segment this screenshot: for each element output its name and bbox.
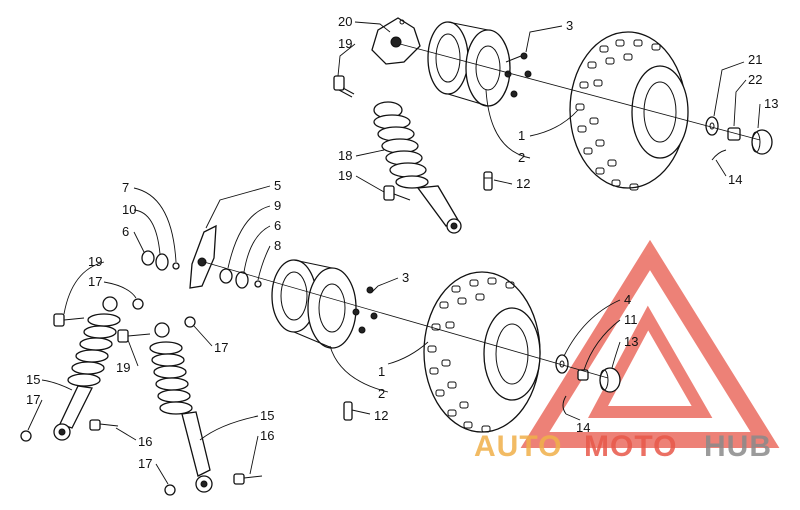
lug-bolts-lower	[352, 286, 378, 334]
hub-cap	[751, 129, 773, 155]
callout-5: 5	[274, 178, 281, 193]
callout-17: 17	[214, 340, 228, 355]
callout-2: 2	[518, 150, 525, 165]
callout-3: 3	[566, 18, 573, 33]
callout-7: 7	[122, 180, 129, 195]
callout-17: 17	[138, 456, 152, 471]
wheel-rim	[427, 21, 511, 107]
callout-17: 17	[26, 392, 40, 407]
valve-stem-lower	[343, 401, 353, 421]
callout-4: 4	[624, 292, 631, 307]
lower-assembly	[20, 224, 621, 496]
axle-line	[399, 43, 761, 141]
callout-14: 14	[728, 172, 742, 187]
leader-lines	[27, 21, 761, 485]
callout-1: 1	[378, 364, 385, 379]
watermark-auto: AUTO	[474, 430, 562, 463]
shock-absorber	[373, 101, 462, 234]
bushing-stack-right	[219, 268, 262, 289]
callout-19: 19	[88, 254, 102, 269]
bracket	[189, 224, 217, 289]
callout-10: 10	[122, 202, 136, 217]
hub-cap-lower	[599, 367, 621, 393]
callout-13: 13	[624, 334, 638, 349]
hub-washer-lower	[555, 354, 569, 374]
callout-20: 20	[338, 14, 352, 29]
bolt-lower	[383, 185, 411, 201]
callout-19: 19	[338, 36, 352, 51]
callout-6: 6	[122, 224, 129, 239]
cotter-pin	[711, 149, 727, 161]
right-shock	[149, 322, 213, 493]
callout-12: 12	[516, 176, 530, 191]
callout-11: 11	[624, 312, 638, 327]
callout-16: 16	[138, 434, 152, 449]
callout-1: 1	[518, 128, 525, 143]
cotter-pin-lower	[562, 395, 567, 415]
shock-bolts	[53, 313, 263, 485]
watermark-triangle-outer	[520, 239, 780, 448]
valve-stem	[483, 171, 493, 191]
callout-8: 8	[274, 238, 281, 253]
callout-2: 2	[378, 386, 385, 401]
callout-9: 9	[274, 198, 281, 213]
callout-6: 6	[274, 218, 281, 233]
shock-nuts	[20, 298, 196, 496]
callout-12: 12	[374, 408, 388, 423]
axle-line-lower	[203, 261, 609, 379]
watermark-triangle-inner	[588, 305, 713, 418]
watermark-text: AUTO MOTO HUB	[474, 430, 772, 463]
hub-nut-lower	[577, 369, 589, 381]
callout-19: 19	[116, 360, 130, 375]
callouts: 20 19 3 21 22 13 1 2 18 19 12 14 7 10 6 …	[26, 14, 778, 471]
bushing-stack-left	[141, 250, 180, 271]
callout-3: 3	[402, 270, 409, 285]
callout-15: 15	[260, 408, 274, 423]
callout-15: 15	[26, 372, 40, 387]
tire-lower	[423, 271, 541, 433]
callout-18: 18	[338, 148, 352, 163]
wheel-rim-lower	[271, 259, 357, 349]
watermark-moto: MOTO	[584, 430, 677, 463]
callout-13: 13	[764, 96, 778, 111]
callout-22: 22	[748, 72, 762, 87]
bolt	[333, 75, 355, 98]
watermark-logo	[520, 239, 780, 448]
tire	[569, 31, 689, 191]
callout-14: 14	[576, 420, 590, 435]
callout-19: 19	[338, 168, 352, 183]
upper-assembly	[333, 17, 773, 234]
left-shock	[53, 296, 121, 441]
mounting-plate	[371, 17, 421, 65]
watermark-hub: HUB	[704, 430, 772, 463]
callout-16: 16	[260, 428, 274, 443]
callout-21: 21	[748, 52, 762, 67]
callout-17: 17	[88, 274, 102, 289]
hub-nut	[727, 127, 741, 141]
